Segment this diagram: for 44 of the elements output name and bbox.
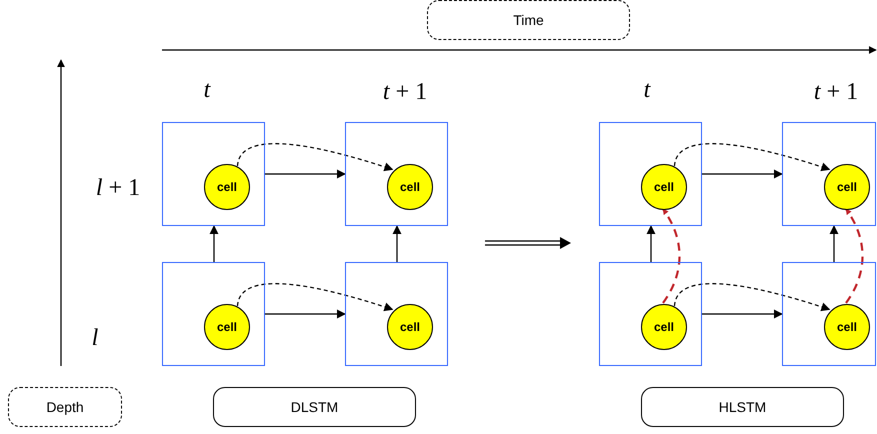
math-label: t + 1	[814, 80, 858, 104]
dashed-arrow	[236, 283, 394, 312]
axis-label-box	[427, 0, 630, 40]
box-label: DLSTM	[290, 398, 338, 416]
cell-label: cell	[216, 319, 237, 336]
cell-label: cell	[400, 179, 420, 196]
cell-label: cell	[400, 319, 420, 336]
layer-box	[599, 262, 702, 366]
dashed-arrow	[662, 208, 681, 304]
box-label: HLSTM	[718, 398, 766, 416]
arrow	[392, 225, 402, 262]
layer-box	[782, 122, 876, 226]
layer-box	[345, 262, 448, 366]
axis-label-box	[8, 387, 122, 427]
math-label: t + 1	[382, 80, 428, 104]
math-label: t	[204, 78, 210, 102]
arrow	[210, 225, 218, 262]
cell-label: cell	[216, 179, 237, 196]
model-label-box	[213, 387, 416, 427]
layer-box	[599, 122, 702, 226]
layer-box	[162, 262, 265, 366]
math-label: t	[644, 78, 650, 102]
dashed-arrow	[236, 143, 394, 172]
cell-label: cell	[836, 319, 857, 336]
cell-label: cell	[836, 179, 857, 196]
box-label: Depth	[46, 398, 84, 417]
cell-label: cell	[654, 179, 674, 196]
dashed-arrow	[674, 143, 830, 172]
arrow	[830, 225, 838, 262]
layer-box	[162, 122, 265, 226]
arrow	[265, 310, 346, 318]
math-label: l + 1	[96, 176, 140, 200]
cell-label: cell	[654, 319, 674, 336]
math-label: l	[92, 326, 98, 350]
arrow	[702, 170, 783, 178]
box-label: Time	[513, 10, 544, 30]
layer-box	[782, 262, 876, 366]
layer-box	[345, 122, 448, 226]
arrow	[702, 310, 783, 318]
dashed-arrow	[845, 208, 864, 304]
dashed-arrow	[674, 283, 830, 312]
arrow	[646, 225, 656, 262]
model-label-box	[641, 387, 844, 427]
arrow	[265, 170, 346, 178]
